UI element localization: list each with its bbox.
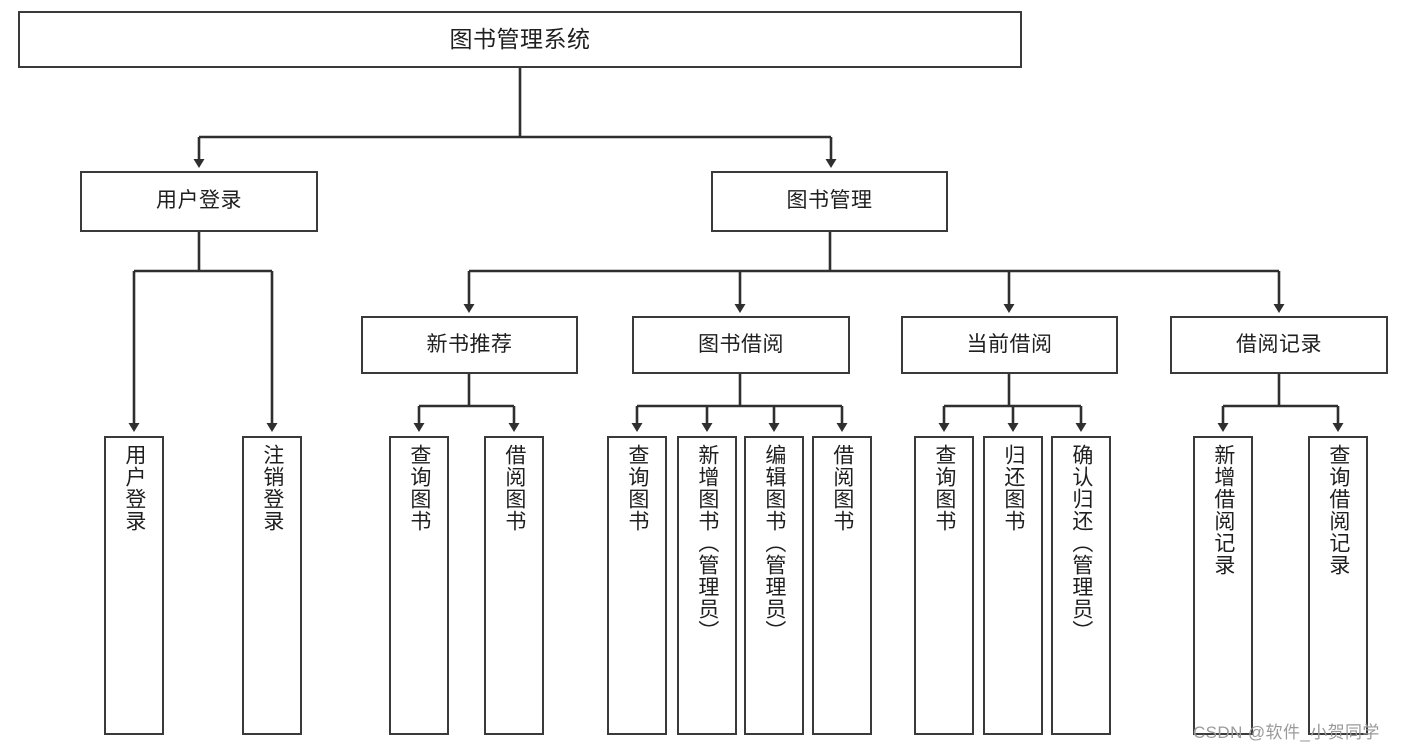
leaf-user-login[interactable]: 用户登录 [104, 436, 164, 735]
leaf-query-borrow-record[interactable]: 查询借阅记录 [1308, 436, 1368, 735]
node-book-borrow[interactable]: 图书借阅 [632, 316, 850, 374]
node-borrow-record-label: 借阅记录 [1236, 332, 1322, 356]
leaf-label: 借阅图书 [502, 444, 526, 532]
leaf-label: 借阅图书 [830, 444, 854, 532]
node-current-borrow-label: 当前借阅 [966, 332, 1053, 356]
leaf-confirm-return-admin[interactable]: 确认归还（管理员） [1051, 436, 1111, 735]
leaf-label: 查询图书 [932, 444, 956, 532]
leaf-label: 注销登录 [260, 444, 284, 532]
leaf-query-book-current[interactable]: 查询图书 [914, 436, 974, 735]
leaf-query-book-borrow[interactable]: 查询图书 [607, 436, 667, 735]
leaf-query-book-recommend[interactable]: 查询图书 [389, 436, 449, 735]
watermark: CSDN @软件_小贺同学 [1193, 723, 1380, 742]
leaf-label: 确认归还（管理员） [1069, 444, 1093, 642]
leaf-return-book[interactable]: 归还图书 [983, 436, 1043, 735]
node-new-book-recommend[interactable]: 新书推荐 [361, 316, 578, 374]
leaf-label: 查询图书 [407, 444, 431, 532]
leaf-label: 编辑图书（管理员） [762, 444, 786, 642]
leaf-label: 新增借阅记录 [1211, 444, 1235, 576]
node-book-management-label: 图书管理 [786, 189, 873, 213]
leaf-add-book-admin[interactable]: 新增图书（管理员） [677, 436, 737, 735]
node-book-borrow-label: 图书借阅 [698, 332, 784, 356]
leaf-add-borrow-record[interactable]: 新增借阅记录 [1193, 436, 1253, 735]
leaf-label: 新增图书（管理员） [695, 444, 719, 642]
leaf-logout[interactable]: 注销登录 [242, 436, 302, 735]
node-current-borrow[interactable]: 当前借阅 [901, 316, 1118, 374]
leaf-edit-book-admin[interactable]: 编辑图书（管理员） [744, 436, 804, 735]
leaf-label: 查询图书 [625, 444, 649, 532]
node-user-login-label: 用户登录 [156, 189, 242, 213]
leaf-label: 查询借阅记录 [1326, 444, 1350, 576]
node-book-management[interactable]: 图书管理 [711, 171, 948, 232]
node-borrow-record[interactable]: 借阅记录 [1170, 316, 1388, 374]
node-root[interactable]: 图书管理系统 [18, 11, 1022, 68]
leaf-borrow-book-recommend[interactable]: 借阅图书 [484, 436, 544, 735]
node-user-login[interactable]: 用户登录 [80, 171, 318, 232]
node-root-label: 图书管理系统 [449, 25, 591, 52]
leaf-label: 归还图书 [1001, 444, 1025, 532]
node-new-book-recommend-label: 新书推荐 [426, 332, 513, 356]
leaf-label: 用户登录 [122, 444, 146, 532]
leaf-borrow-book[interactable]: 借阅图书 [812, 436, 872, 735]
